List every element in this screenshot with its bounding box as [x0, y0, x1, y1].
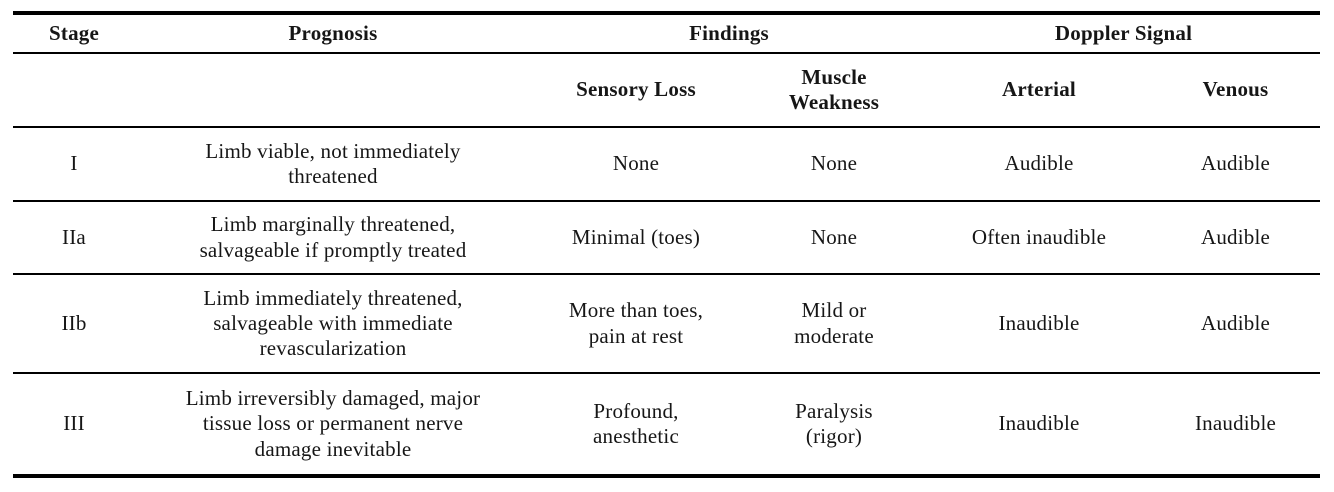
- empty-header-cell-stage: [13, 53, 135, 128]
- column-group-doppler-signal: Doppler Signal: [927, 13, 1321, 54]
- column-header-prognosis: Prognosis: [135, 13, 531, 54]
- cell-stage: I: [13, 127, 135, 202]
- cell-stage: III: [63, 411, 85, 436]
- cell-prognosis: Limb marginally threatened, salvageable …: [135, 201, 531, 275]
- cell-muscle-weakness: None: [741, 201, 927, 275]
- cell-muscle-weakness: None: [741, 127, 927, 202]
- empty-header-cell-prognosis: [135, 53, 531, 128]
- column-header-muscle-weakness: Muscle Weakness: [741, 53, 927, 128]
- cell-venous: Audible: [1151, 201, 1321, 275]
- cell-arterial: Inaudible: [998, 411, 1080, 436]
- sub-header-row: Sensory Loss Muscle Weakness Arterial Ve…: [13, 53, 1321, 128]
- cell-venous: Audible: [1151, 274, 1321, 374]
- cell-prognosis: Limb irreversibly damaged, major tissue …: [185, 386, 481, 461]
- cell-muscle-weakness: Mild or moderate: [741, 274, 927, 374]
- cell-prognosis: Limb viable, not immediately threatened: [135, 127, 531, 202]
- group-header-row: Stage Prognosis Findings Doppler Signal: [13, 13, 1321, 54]
- cell-sensory-loss: Profound, anesthetic: [593, 398, 679, 448]
- cell-sensory-loss: More than toes, pain at rest: [531, 274, 741, 374]
- cell-muscle-weakness: Paralysis (rigor): [795, 398, 873, 448]
- table-row-stage-i: I Limb viable, not immediately threatene…: [13, 127, 1321, 202]
- cell-venous: Inaudible: [1194, 411, 1277, 436]
- column-header-sensory-loss: Sensory Loss: [531, 53, 741, 128]
- cell-arterial: Audible: [927, 127, 1151, 202]
- column-header-arterial: Arterial: [927, 53, 1151, 128]
- table-row-stage-iia: IIa Limb marginally threatened, salvagea…: [13, 201, 1321, 275]
- cell-sensory-loss: None: [531, 127, 741, 202]
- acute-limb-ischemia-stage-table: Stage Prognosis Findings Doppler Signal …: [13, 11, 1321, 478]
- cell-stage: IIa: [13, 201, 135, 275]
- cell-arterial: Inaudible: [927, 274, 1151, 374]
- cell-prognosis: Limb immediately threatened, salvageable…: [135, 274, 531, 374]
- cell-arterial: Often inaudible: [927, 201, 1151, 275]
- cell-sensory-loss: Minimal (toes): [531, 201, 741, 275]
- column-header-stage: Stage: [13, 13, 135, 54]
- cell-stage: IIb: [13, 274, 135, 374]
- column-header-venous: Venous: [1151, 53, 1321, 128]
- table-row-stage-iii: III Limb irreversibly damaged, major tis…: [13, 373, 1320, 476]
- table-row-stage-iib: IIb Limb immediately threatened, salvage…: [13, 274, 1321, 374]
- column-group-findings: Findings: [531, 13, 927, 54]
- cell-venous: Audible: [1151, 127, 1321, 202]
